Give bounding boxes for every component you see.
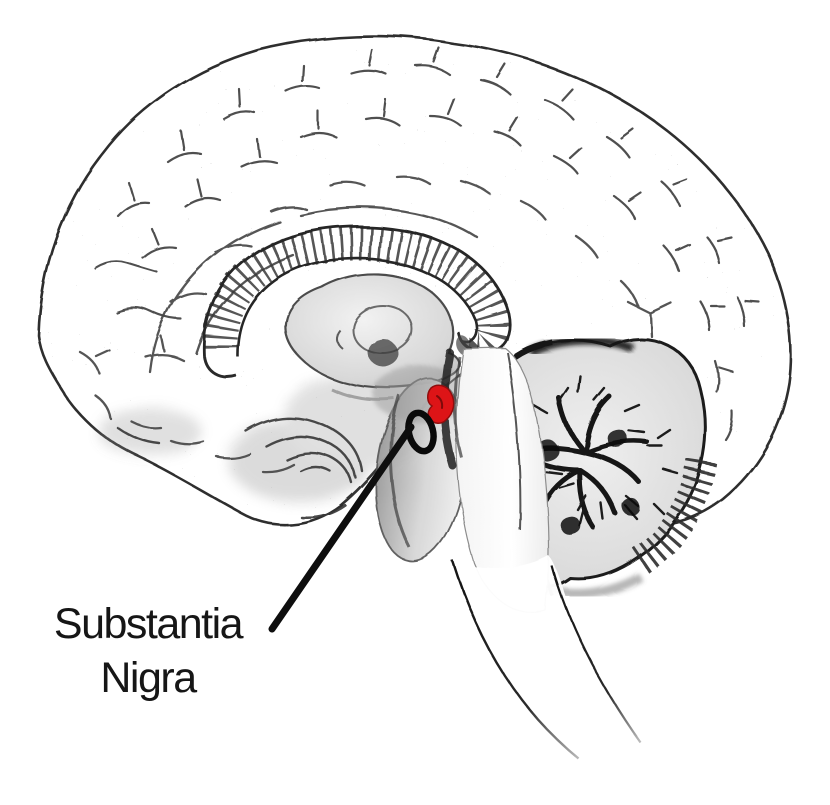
label-line-2: Nigra [100,654,197,702]
sulci-middle [114,97,735,497]
arbor-vitae [521,374,680,536]
sulci-outer [93,46,761,328]
temporal-swirls [116,416,364,519]
corpus-callosum-outer-edge [202,224,512,357]
pencil-drawing [36,34,793,800]
substantia-nigra-label: Substantia Nigra [36,597,260,705]
interthalamic-patch [368,339,400,368]
corpus-callosum-inner-edge [236,257,479,358]
genu-hook [202,355,237,378]
brainstem [440,347,660,800]
pons-left-rim [389,394,412,549]
annotation-layer [268,384,455,633]
cord-band [452,556,660,800]
stalk-right-edge [506,351,522,531]
cord-left-edge [450,559,579,759]
substantia-nigra-inner-fold [436,395,444,409]
thalamus-curl [335,329,343,349]
substantia-nigra-highlight [427,384,455,424]
cord-right-edge [550,565,641,743]
label-line-1: Substantia [53,600,244,648]
sulci-inner [78,174,673,473]
cerebellum-top-shadow [528,335,634,357]
blotch [560,516,582,536]
wash-temporal-pole [98,408,202,456]
leader-line [268,423,415,633]
corpus-callosum-rungs [202,225,511,364]
blotch [606,428,628,448]
arbor-blotches [535,428,640,536]
aqueduct-echo [453,355,464,459]
blotch [622,498,640,516]
